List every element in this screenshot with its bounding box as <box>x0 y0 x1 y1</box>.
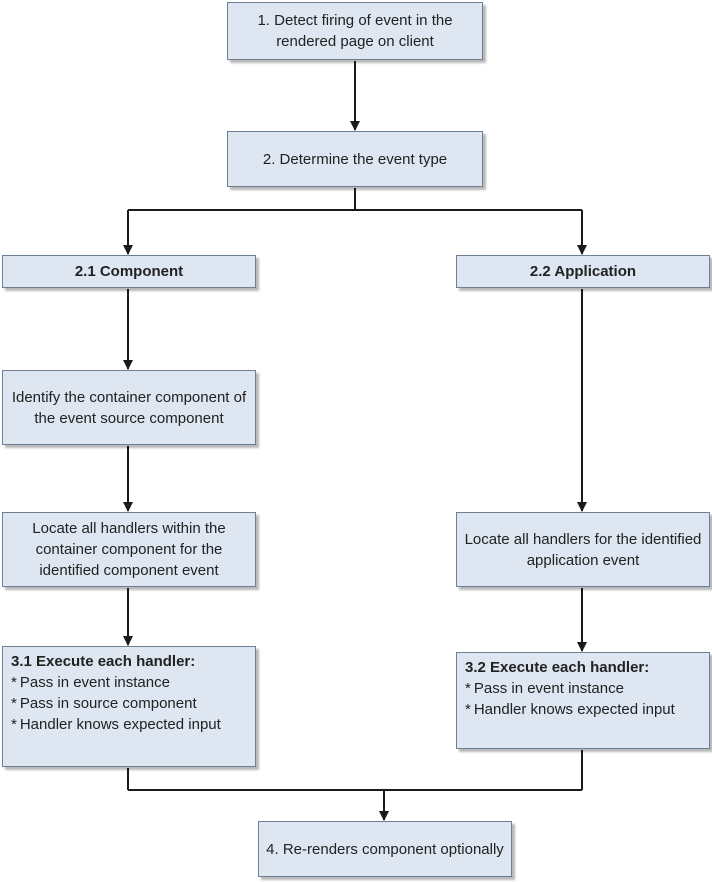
detect-event-label: 1. Detect firing of event in the rendere… <box>257 12 453 50</box>
execute-application-item: *Pass in event instance <box>465 678 701 699</box>
component-event-label: 2.1 Component <box>74 263 184 280</box>
bullet-star: * <box>11 695 17 712</box>
bullet-star: * <box>465 680 471 697</box>
determine-event-type-box: 2. Determine the event type <box>227 131 483 187</box>
application-event-box: 2.2 Application <box>456 255 710 288</box>
determine-event-type-label: 2. Determine the event type <box>262 150 448 168</box>
component-event-box: 2.1 Component <box>2 255 256 288</box>
application-event-label: 2.2 Application <box>529 263 637 280</box>
execute-application-handlers-box: 3.2 Execute each handler: *Pass in event… <box>456 652 710 749</box>
execute-application-heading: 3.2 Execute each handler: <box>465 659 650 676</box>
execute-component-handlers-box: 3.1 Execute each handler: *Pass in event… <box>2 646 256 767</box>
locate-component-handlers-label: Locate all handlers within the container… <box>32 520 226 579</box>
locate-application-handlers-label: Locate all handlers for the identified a… <box>464 530 702 569</box>
locate-application-handlers-box: Locate all handlers for the identified a… <box>456 512 710 587</box>
locate-component-handlers-box: Locate all handlers within the container… <box>2 512 256 587</box>
identify-container-label: Identify the container component of the … <box>11 388 247 427</box>
execute-application-item-text: Handler knows expected input <box>473 701 675 718</box>
bullet-star: * <box>465 701 471 718</box>
identify-container-box: Identify the container component of the … <box>2 370 256 445</box>
rerender-component-label: 4. Re-renders component optionally <box>266 840 504 858</box>
execute-component-item-text: Pass in source component <box>19 695 197 712</box>
detect-event-box: 1. Detect firing of event in the rendere… <box>227 2 483 60</box>
rerender-component-box: 4. Re-renders component optionally <box>258 821 512 877</box>
bullet-star: * <box>11 674 17 691</box>
execute-component-item: *Pass in source component <box>11 693 247 714</box>
execute-component-item: *Pass in event instance <box>11 672 247 693</box>
execute-component-item-text: Pass in event instance <box>19 674 170 691</box>
execute-application-item: *Handler knows expected input <box>465 699 701 720</box>
execute-component-heading: 3.1 Execute each handler: <box>11 653 196 670</box>
execute-component-item-text: Handler knows expected input <box>19 716 221 733</box>
bullet-star: * <box>11 716 17 733</box>
execute-component-item: *Handler knows expected input <box>11 714 247 735</box>
execute-application-item-text: Pass in event instance <box>473 680 624 697</box>
